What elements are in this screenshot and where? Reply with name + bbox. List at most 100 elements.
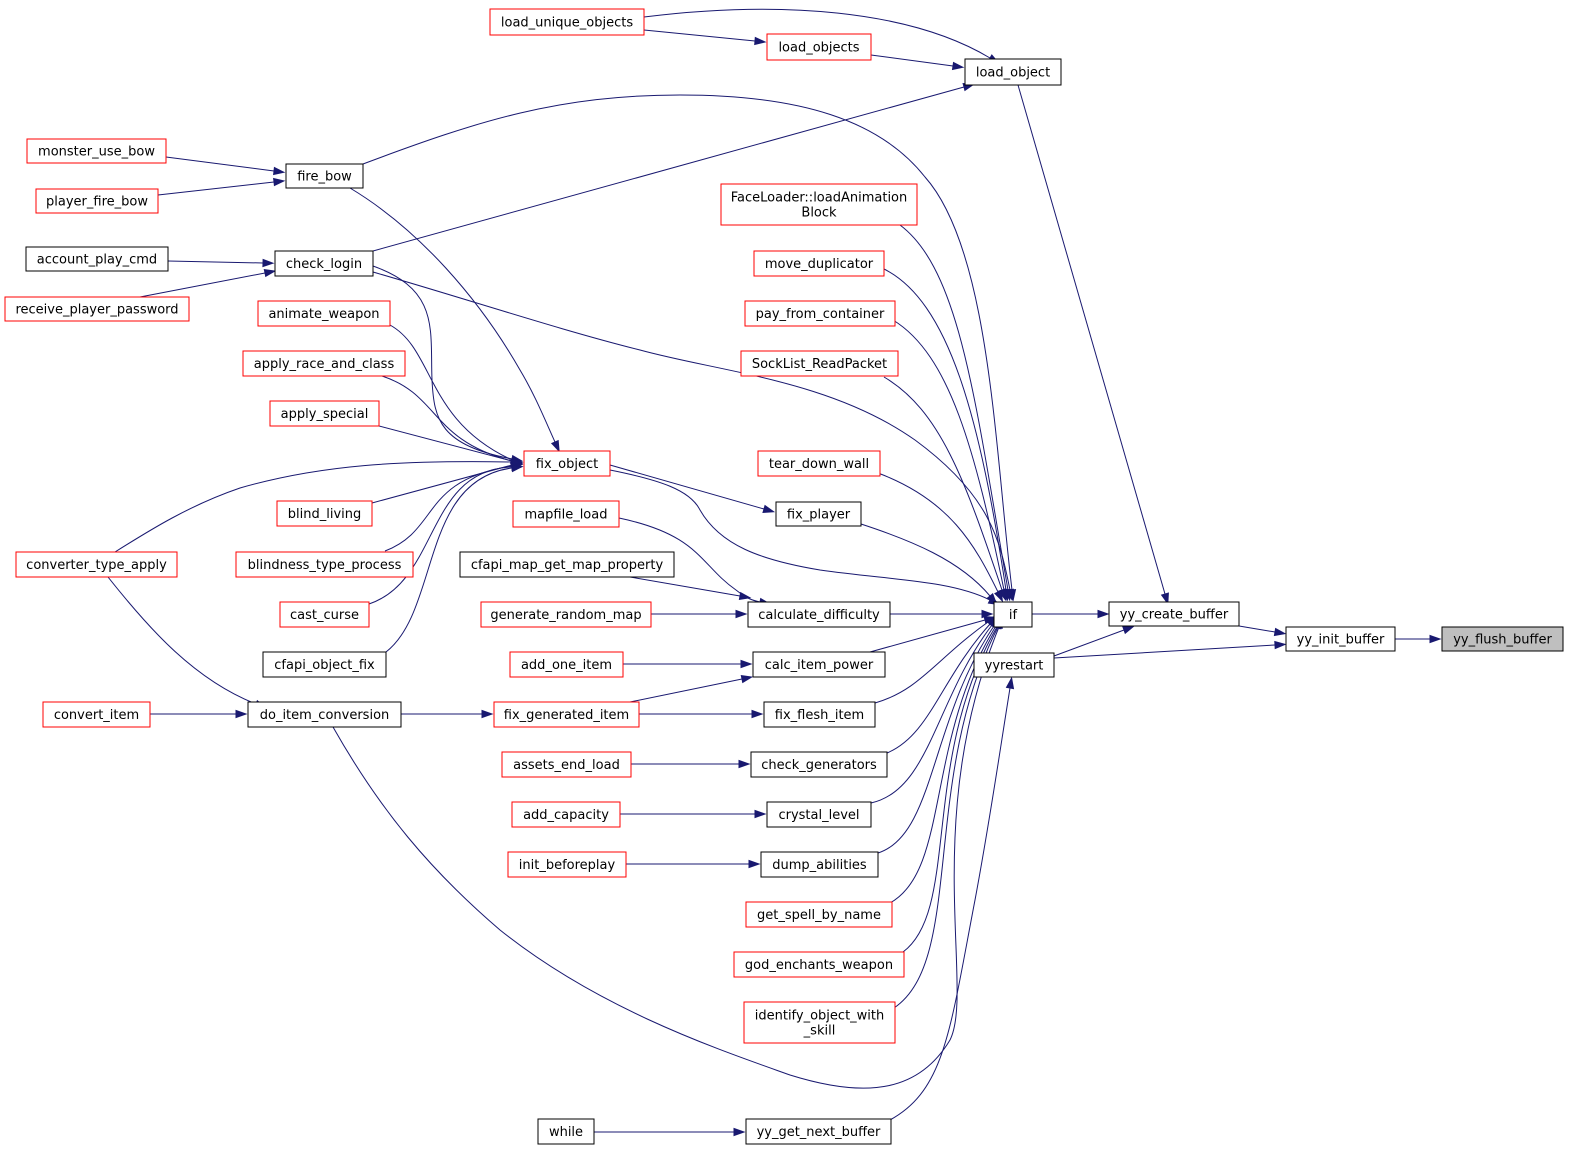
node-label: apply_race_and_class <box>254 357 395 372</box>
node-label: load_object <box>976 66 1050 81</box>
node-socklist_readpacket[interactable]: SockList_ReadPacket <box>740 350 899 377</box>
edge-convert_item-to-do_item_conversion <box>150 709 248 719</box>
node-player_fire_bow[interactable]: player_fire_bow <box>35 188 159 214</box>
node-label: _skill <box>803 1024 836 1039</box>
edge-player_fire_bow-to-fire_bow <box>157 177 286 196</box>
node-label: yy_create_buffer <box>1120 608 1229 623</box>
node-calculate_difficulty[interactable]: calculate_difficulty <box>747 601 891 628</box>
node-label: yy_flush_buffer <box>1453 633 1552 648</box>
node-generate_random_map[interactable]: generate_random_map <box>480 601 652 628</box>
node-fix_flesh_item[interactable]: fix_flesh_item <box>763 701 876 728</box>
node-while[interactable]: while <box>537 1118 595 1145</box>
node-init_beforeplay[interactable]: init_beforeplay <box>507 851 627 878</box>
edge-tear_down_wall-to-if <box>877 472 1004 603</box>
node-add_capacity[interactable]: add_capacity <box>511 801 621 828</box>
node-fix_generated_item[interactable]: fix_generated_item <box>493 701 640 728</box>
edge-add_one_item-to-calc_item_power <box>623 659 753 669</box>
node-yy_flush_buffer[interactable]: yy_flush_buffer <box>1441 626 1564 652</box>
node-label: add_capacity <box>523 808 609 823</box>
node-check_generators[interactable]: check_generators <box>750 751 888 778</box>
edge-fix_generated_item-to-calc_item_power <box>629 675 754 703</box>
node-if[interactable]: if <box>993 601 1033 628</box>
node-add_one_item[interactable]: add_one_item <box>509 651 624 678</box>
node-label: check_generators <box>761 758 877 773</box>
node-crystal_level[interactable]: crystal_level <box>766 801 872 828</box>
node-converter_type_apply[interactable]: converter_type_apply <box>15 551 178 578</box>
node-god_enchants_weapon[interactable]: god_enchants_weapon <box>733 951 905 978</box>
node-move_duplicator[interactable]: move_duplicator <box>753 250 885 277</box>
edge-do_item_conversion-to-fix_generated_item <box>401 709 494 719</box>
edge-account_play_cmd-to-check_login <box>167 258 275 268</box>
node-account_play_cmd[interactable]: account_play_cmd <box>25 246 169 272</box>
node-receive_player_password[interactable]: receive_player_password <box>4 296 190 322</box>
node-load_unique_objects[interactable]: load_unique_objects <box>489 8 645 36</box>
node-apply_race_and_class[interactable]: apply_race_and_class <box>242 350 406 377</box>
edge-do_item_conversion-to-if <box>332 616 1004 1089</box>
edge-fire_bow-to-fix_object <box>349 187 560 453</box>
node-label: tear_down_wall <box>769 457 869 472</box>
node-label: apply_special <box>281 407 369 422</box>
edge-animate_weapon-to-fix_object <box>389 324 523 465</box>
node-yy_init_buffer[interactable]: yy_init_buffer <box>1285 626 1396 652</box>
edge-fire_bow-to-if <box>362 94 1017 602</box>
node-label: assets_end_load <box>513 758 620 773</box>
node-label: SockList_ReadPacket <box>752 357 887 372</box>
node-label: generate_random_map <box>490 608 641 623</box>
node-yy_get_next_buffer[interactable]: yy_get_next_buffer <box>745 1118 892 1145</box>
edge-fix_object-to-fix_player <box>609 464 776 513</box>
edge-add_capacity-to-crystal_level <box>620 809 767 819</box>
node-dump_abilities[interactable]: dump_abilities <box>760 851 879 878</box>
node-calc_item_power[interactable]: calc_item_power <box>752 651 886 678</box>
edge-receive_player_password-to-check_login <box>139 269 277 298</box>
node-label: player_fire_bow <box>46 195 148 210</box>
node-label: convert_item <box>54 708 139 723</box>
node-fix_player[interactable]: fix_player <box>775 501 862 527</box>
edge-cfapi_map_get_map_property-to-calculate_difficulty <box>629 576 752 601</box>
edge-calculate_difficulty-to-if <box>890 609 994 619</box>
node-mapfile_load[interactable]: mapfile_load <box>512 500 620 528</box>
node-blindness_type_process[interactable]: blindness_type_process <box>235 551 414 578</box>
edge-fix_generated_item-to-fix_flesh_item <box>639 709 764 719</box>
node-blind_living[interactable]: blind_living <box>276 500 373 527</box>
node-label: fix_object <box>536 457 598 472</box>
node-fix_object[interactable]: fix_object <box>523 450 611 477</box>
node-fire_bow[interactable]: fire_bow <box>285 163 364 189</box>
node-check_login[interactable]: check_login <box>274 250 374 277</box>
node-label: get_spell_by_name <box>757 908 881 923</box>
node-label: init_beforeplay <box>519 858 616 873</box>
node-label: cfapi_object_fix <box>274 658 375 673</box>
node-cfapi_map_get_map_property[interactable]: cfapi_map_get_map_property <box>459 551 675 578</box>
node-load_object[interactable]: load_object <box>964 58 1062 86</box>
node-label: crystal_level <box>778 808 859 823</box>
node-tear_down_wall[interactable]: tear_down_wall <box>757 450 881 477</box>
edge-apply_special-to-fix_object <box>378 425 524 465</box>
edge-faceloader_block-to-if <box>899 224 1013 602</box>
node-apply_special[interactable]: apply_special <box>269 400 380 427</box>
node-label: god_enchants_weapon <box>745 958 893 973</box>
node-label: Block <box>801 206 837 221</box>
node-pay_from_container[interactable]: pay_from_container <box>744 300 896 327</box>
node-cfapi_object_fix[interactable]: cfapi_object_fix <box>262 651 387 678</box>
node-label: add_one_item <box>521 658 612 673</box>
node-yy_create_buffer[interactable]: yy_create_buffer <box>1108 601 1240 627</box>
node-label: check_login <box>286 257 362 272</box>
node-load_objects[interactable]: load_objects <box>766 33 872 61</box>
node-label: while <box>549 1125 583 1140</box>
nodes-layer: yy_flush_buffer yy_init_buffer yy_create_b… <box>4 8 1564 1145</box>
node-yyrestart[interactable]: yyrestart <box>973 652 1055 678</box>
node-monster_use_bow[interactable]: monster_use_bow <box>26 138 167 164</box>
node-label: identify_object_with <box>755 1009 885 1024</box>
edge-load_object-to-yy_create_buffer <box>1017 84 1169 606</box>
node-label: cfapi_map_get_map_property <box>471 558 664 573</box>
node-label: FaceLoader::loadAnimation <box>731 191 908 206</box>
node-identify_object_with_skill[interactable]: identify_object_with_skill <box>743 1001 896 1044</box>
node-label: receive_player_password <box>15 303 178 318</box>
node-cast_curse[interactable]: cast_curse <box>279 601 370 628</box>
node-assets_end_load[interactable]: assets_end_load <box>501 751 632 778</box>
node-get_spell_by_name[interactable]: get_spell_by_name <box>745 901 893 928</box>
node-animate_weapon[interactable]: animate_weapon <box>257 300 391 327</box>
node-do_item_conversion[interactable]: do_item_conversion <box>247 701 402 728</box>
node-convert_item[interactable]: convert_item <box>42 701 151 728</box>
